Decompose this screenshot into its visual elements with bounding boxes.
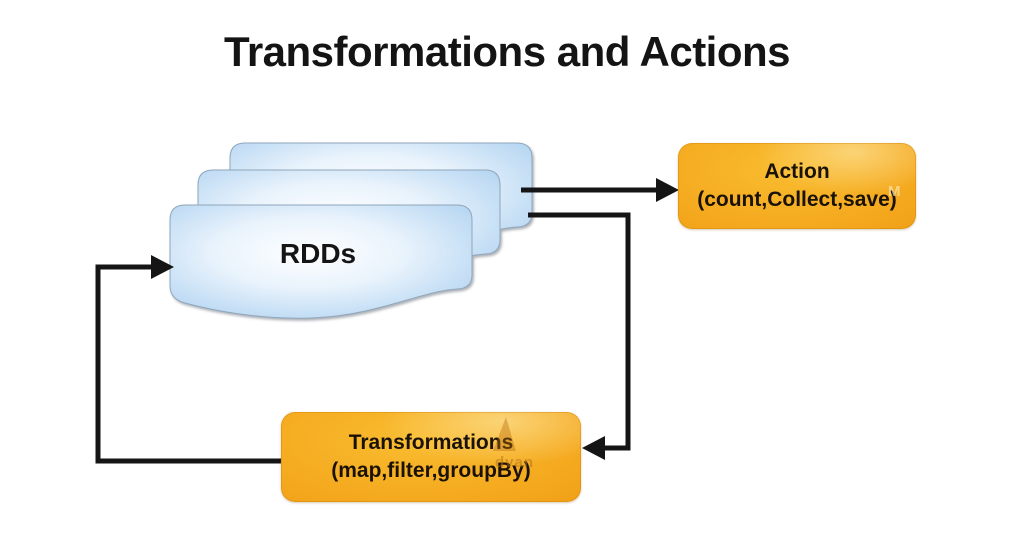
- rdd-stack: [169, 142, 533, 319]
- arrow-transformations-to-rdds-line: [95, 264, 281, 464]
- rdd-card-front: [169, 204, 473, 319]
- arrow-rdds-to-action-head: [656, 178, 679, 202]
- action-box: Action (count,Collect,save) M: [678, 143, 916, 229]
- watermark-logo-icon: [493, 417, 516, 451]
- watermark-text-action: M: [888, 183, 902, 200]
- arrow-rdds-to-transformations-line: [528, 212, 631, 451]
- arrow-transformations-to-rdds-head: [151, 255, 174, 279]
- action-box-title: Action: [764, 160, 830, 183]
- watermark-text-transformations: dvan: [495, 454, 535, 471]
- transformations-box-subtitle: (map,filter,groupBy): [331, 459, 531, 482]
- transformations-box: Transformations (map,filter,groupBy) dva…: [281, 412, 581, 502]
- arrows: [95, 178, 679, 464]
- transformations-box-title: Transformations: [348, 431, 514, 454]
- action-box-subtitle: (count,Collect,save): [697, 188, 897, 211]
- slide-title: Transformations and Actions: [223, 28, 791, 75]
- rdd-stack-label: RDDs: [279, 238, 357, 269]
- arrow-rdds-to-transformations-head: [582, 436, 605, 460]
